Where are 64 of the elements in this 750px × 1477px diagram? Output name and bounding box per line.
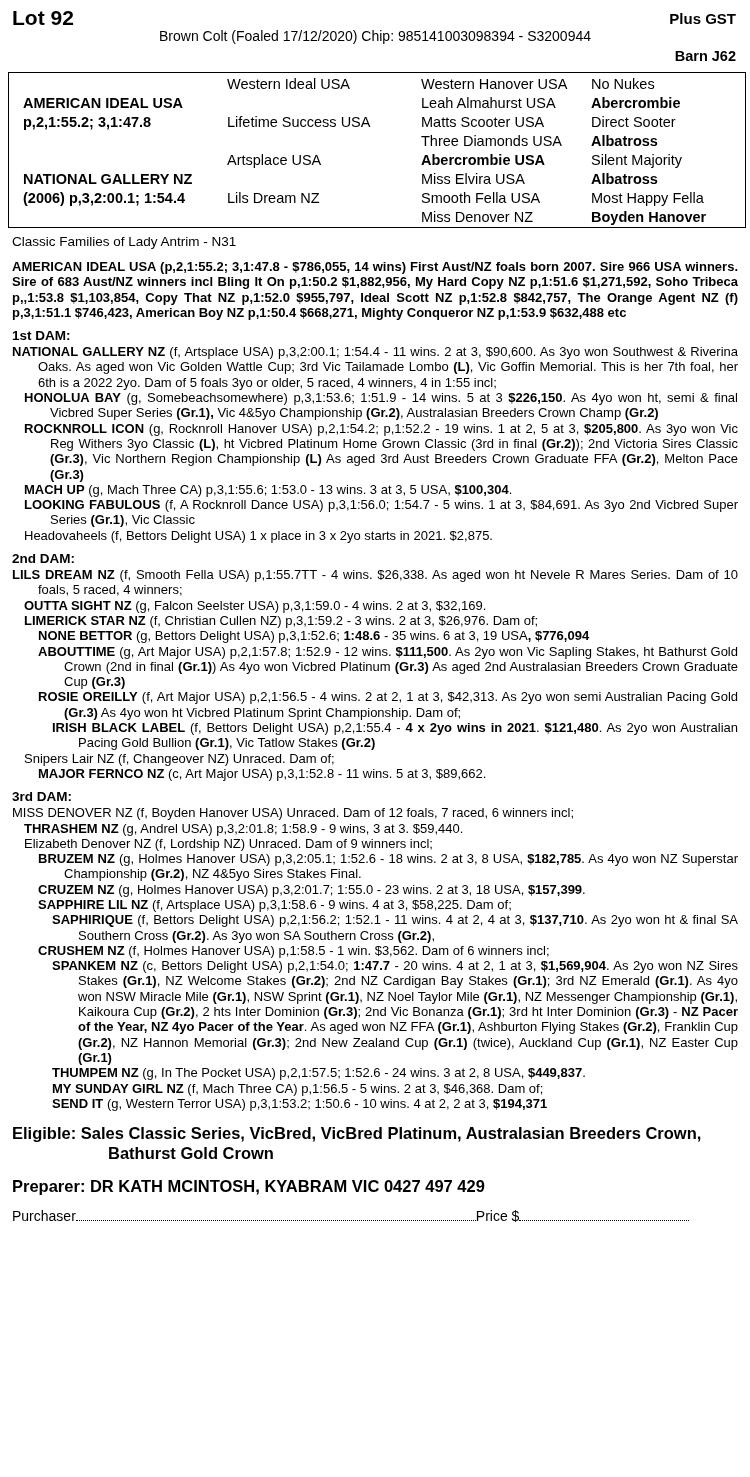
family-note: Classic Families of Lady Antrim - N31 [12,234,238,249]
pedigree-entry: THRASHEM NZ (g, Andrel USA) p,3,2:01.8; 1:58.9 - 9 wins, 3 at 3. $59,440. [23,820,465,836]
table-cell-text: Three Diamonds USA [420,132,564,151]
table-cell-text: No Nukes [590,75,656,94]
pedigree-entry: SEND IT (g, Western Terror USA) p,3,1:53.2; 1:50.6 - 10 wins. 4 at 2, 2 at 3, $194,371 [51,1095,549,1112]
pedigree-entry: SAPHIRIQUE (f, Bettors Delight USA) p,2,1:56.2; 1:52.1 - 11 wins. 4 at 2, 4 at 3, $137,710. As 2yo won ht & final SA Southern Cross (Gr.2). As 3yo won SA Southern Cross (Gr.2), [51,912,738,943]
table-cell-text: Albatross [590,170,659,189]
table-cell-text: AMERICAN IDEAL USA [22,94,185,113]
pedigree-entry: MAJOR FERNCO NZ (c, Art Major USA) p,3,1:52.8 - 11 wins. 5 at 3, $89,662. [38,765,488,782]
table-cell-text: Artsplace USA [226,151,323,170]
pedigree-entry: LIMERICK STAR NZ (f, Christian Cullen NZ) p,3,1:59.2 - 3 wins. 2 at 3, $26,976. Dam of; [23,612,540,629]
pedigree-entry: Elizabeth Denover NZ (f, Lordship NZ) Unraced. Dam of 9 winners incl; [23,835,434,852]
pedigree-entry: OUTTA SIGHT NZ (g, Falcon Seelster USA) p,3,1:59.0 - 4 wins. 2 at 3, $32,169. [23,597,488,613]
barn-number: Barn J62 [673,48,736,64]
section-heading: 3rd DAM: [12,789,73,805]
table-cell-text: Most Happy Fella [590,189,705,208]
preparer-note: Preparer: DR KATH MCINTOSH, KYABRAM VIC 0427 497 429 [12,1177,486,1197]
table-cell-text: (2006) p,3,2:00.1; 1:54.4 [22,189,186,208]
table-cell-text: Abercrombie USA [420,151,547,170]
table-cell-text: Leah Almahurst USA [420,94,557,113]
pedigree-entry: NONE BETTOR (g, Bettors Delight USA) p,3,1:52.6; 1:48.6 - 35 wins. 6 at 3, 19 USA, $776,094 [37,628,591,644]
section-heading: 1st DAM: [12,328,72,344]
table-cell-text: NATIONAL GALLERY NZ [22,170,194,189]
pedigree-entry: MACH UP (g, Mach Three CA) p,3,1:55.6; 1:53.0 - 13 wins. 3 at 3, 5 USA, $100,304. [23,481,514,498]
table-cell-text: Miss Denover NZ [420,208,534,227]
pedigree-entry: MY SUNDAY GIRL NZ (f, Mach Three CA) p,1:56.5 - 5 wins. 2 at 3, $46,368. Dam of; [51,1080,545,1096]
table-cell-text: Silent Majority [590,151,684,170]
section-heading: 2nd DAM: [12,551,76,567]
pedigree-entry: Headovaheels (f, Bettors Delight USA) 1 x place in 3 x 2yo starts in 2021. $2,875. [23,527,494,544]
pedigree-entry: ABOUTTIME (g, Art Major USA) p,2,1:57.8; 1:52.9 - 12 wins. $111,500. As 2yo won Vic Sapling Stakes, ht Bathurst Gold Crown (2nd in final (Gr.1)) As 4yo won Vicbred Platinum (Gr.3) As aged 2nd Australasian Breeders Crown Graduate Cup (Gr.3) [37,643,738,690]
table-cell-text: Abercrombie [590,94,682,113]
pedigree-entry: LOOKING FABULOUS (f, A Rocknroll Dance USA) p,3,1:56.0; 1:54.7 - 5 wins. 1 at 3, $84,691. As 3yo 2nd Vicbred Super Series (Gr.1), Vic Classic [23,497,738,528]
table-cell-text: Boyden Hanover [590,208,708,227]
pedigree-entry: HONOLUA BAY (g, Somebeachsomewhere) p,3,1:53.6; 1:51.9 - 14 wins. 5 at 3 $226,150. As 4yo won ht, semi & final Vicbred Super Series (Gr.1), Vic 4&5yo Championship (Gr.2), Australasian Breeders Crown Champ (Gr.2) [23,390,738,421]
pedigree-entry: CRUSHEM NZ (f, Holmes Hanover USA) p,1:58.5 - 1 win. $3,562. Dam of 6 winners incl; [37,942,551,959]
table-cell-text: Smooth Fella USA [420,189,542,208]
pedigree-entry: LILS DREAM NZ (f, Smooth Fella USA) p,1:55.7TT - 4 wins. $26,338. As aged won ht Nevele R Mares Series. Dam of 10 foals, 5 raced, 4 winners; [11,567,738,598]
price-label: Price $ [475,1208,520,1225]
table-cell-text: p,2,1:55.2; 3,1:47.8 [22,113,153,132]
table-cell-text: Direct Sooter [590,113,677,132]
pedigree-entry: BRUZEM NZ (g, Holmes Hanover USA) p,3,2:05.1; 1:52.6 - 18 wins. 2 at 3, 8 USA, $182,785. As 4yo won NZ Superstar Championship (Gr.2), NZ 4&5yo Sires Stakes Final. [37,851,738,882]
price-note: Plus GST [669,10,736,27]
sire-paragraph: AMERICAN IDEAL USA (p,2,1:55.2; 3,1:47.8 - $786,055, 14 wins) First Aust/NZ foals born 2007. Sire 966 USA winners. Sire of 683 Aust/NZ winners incl Bling It On p,1:50.2 $1,882,956, My Hard Copy NZ p,1:51.6 $1,271,592, Soho Tribeca p,,1:53.8 $1,103,854, Copy That NZ p,1:52.0 $955,797, Ideal Scott NZ p,1:52.8 $842,757, The Orange Agent NZ (f) p,3,1:51.1 $746,423, American Boy NZ p,1:50.4 $668,271, Mighty Conqueror NZ p,1:53.9 $632,488 etc [11,259,738,321]
table-cell-text: Lifetime Success USA [226,113,372,132]
pedigree-entry: NATIONAL GALLERY NZ (f, Artsplace USA) p,3,2:00.1; 1:54.4 - 11 wins. 2 at 3, $90,600. As 3yo won Southwest & Riverina Oaks. As aged won Vic Golden Wattle Cup; 3rd Vic Tailamade Lombo (L), Vic Goffin Memorial. This is her 7th foal, her 6th is a 2022 2yo. Dam of 5 foals 3yo or older, 5 raced, 4 winners, 4 in 1:55 incl; [11,344,738,391]
pedigree-entry: SPANKEM NZ (c, Bettors Delight USA) p,2,1:54.0; 1:47.7 - 20 wins. 4 at 2, 1 at 3, $1,569,904. As 2yo won NZ Sires Stakes (Gr.1), NZ Welcome Stakes (Gr.2); 2nd NZ Cardigan Bay Stakes (Gr.1); 3rd NZ Emerald (Gr.1). As 4yo won NSW Miracle Mile (Gr.1), NSW Sprint (Gr.1), NZ Noel Taylor Mile (Gr.1), NZ Messenger Championship (Gr.1), Kaikoura Cup (Gr.2), 2 hts Inter Dominion (Gr.3); 2nd Vic Bonanza (Gr.1); 3rd ht Inter Dominion (Gr.3) - NZ Pacer of the Year, NZ 4yo Pacer of the Year. As aged won NZ FFA (Gr.1), Ashburton Flying Stakes (Gr.2), Franklin Cup (Gr.2), NZ Hannon Memorial (Gr.3); 2nd New Zealand Cup (Gr.1) (twice), Auckland Cup (Gr.1), NZ Easter Cup (Gr.1) [51,958,738,1066]
pedigree-entry: THUMPEM NZ (g, In The Pocket USA) p,2,1:57.5; 1:52.6 - 24 wins. 3 at 2, 8 USA, $449,837. [51,1065,587,1081]
pedigree-entry: SAPPHIRE LIL NZ (f, Artsplace USA) p,3,1:58.6 - 9 wins. 4 at 3, $58,225. Dam of; [37,897,513,913]
pedigree-entry: MISS DENOVER NZ (f, Boyden Hanover USA) Unraced. Dam of 12 foals, 7 raced, 6 winners incl; [11,805,576,821]
lot-number: Lot 92 [12,6,74,30]
pedigree-entry: CRUZEM NZ (g, Holmes Hanover USA) p,3,2:01.7; 1:55.0 - 23 wins. 2 at 3, 18 USA, $157,399. [37,881,587,897]
purchaser-label: Purchaser [12,1208,76,1225]
table-cell-text: Matts Scooter USA [420,113,546,132]
pedigree-entry: IRISH BLACK LABEL (f, Bettors Delight USA) p,2,1:55.4 - 4 x 2yo wins in 2021. $121,480. As 2yo won Australian Pacing Gold Bullion (Gr.1), Vic Tatlow Stakes (Gr.2) [51,720,738,751]
table-cell-text: Lils Dream NZ [226,189,321,208]
pedigree-entry: ROSIE OREILLY (f, Art Major USA) p,2,1:56.5 - 4 wins. 2 at 2, 1 at 3, $42,313. As 2yo won semi Australian Pacing Gold (Gr.3) As 4yo won ht Vicbred Platinum Sprint Championship. Dam of; [37,689,738,720]
lot-description: Brown Colt (Foaled 17/12/2020) Chip: 985141003098394 - S3200944 [158,28,592,44]
table-cell-text: Western Hanover USA [420,75,569,94]
table-cell-text: Albatross [590,132,659,151]
eligibility-note: Eligible: Sales Classic Series, VicBred, VicBred Platinum, Australasian Breeders Crown, Bathurst Gold Crown [12,1123,703,1164]
table-cell-text: Miss Elvira USA [420,170,526,189]
table-cell-text: Western Ideal USA [226,75,352,94]
pedigree-entry: Snipers Lair NZ (f, Changeover NZ) Unraced. Dam of; [23,750,336,766]
pedigree-entry: ROCKNROLL ICON (g, Rocknroll Hanover USA) p,2,1:54.2; p,1:52.2 - 19 wins. 1 at 2, 5 at 3, $205,800. As 3yo won Vic Reg Withers 3yo Classic (L), ht Vicbred Platinum Home Grown Classic (3rd in final (Gr.2)); 2nd Victoria Sires Classic (Gr.3), Vic Northern Region Championship (L) As aged 3rd Aust Breeders Crown Graduate FFA (Gr.2), Melton Pace (Gr.3) [23,420,738,482]
